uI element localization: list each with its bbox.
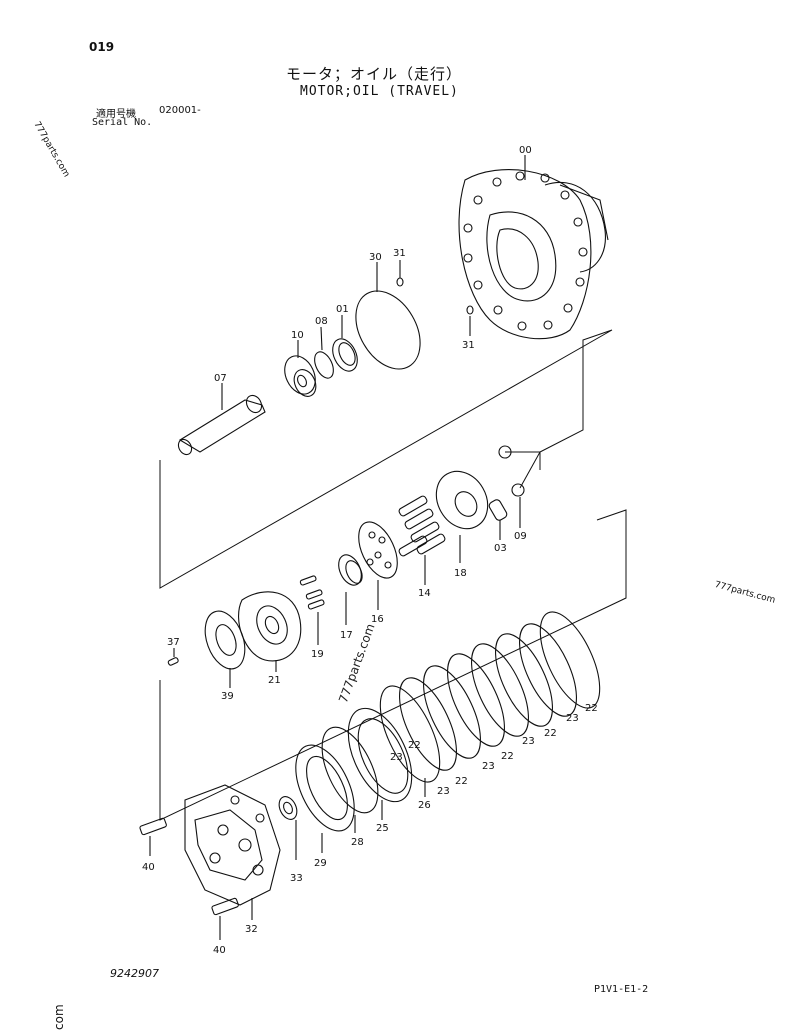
bearing-part-33[interactable]	[276, 794, 301, 860]
part-label: 22	[455, 776, 468, 787]
part-label: 01	[336, 304, 349, 315]
shaft-part-07[interactable]	[176, 383, 266, 457]
part-label: 22	[408, 740, 421, 751]
pin-part-03[interactable]	[488, 498, 508, 540]
ring-part-29[interactable]	[284, 736, 366, 853]
figure-code: P1V1-E1-2	[594, 984, 649, 995]
part-label: 23	[390, 752, 403, 763]
part-label: 32	[245, 924, 258, 935]
part-label: 23	[522, 736, 535, 747]
cover-part-30[interactable]	[343, 262, 433, 380]
assembly-lines	[159, 329, 627, 821]
serial-label-english: Serial No.	[92, 117, 153, 128]
serial-code: 020001-	[159, 105, 201, 116]
cylinder-block-part-21[interactable]	[238, 591, 302, 672]
part-label: 39	[221, 691, 234, 702]
part-label: 28	[351, 837, 364, 848]
part-label: 10	[291, 330, 304, 341]
part-label: 40	[142, 862, 155, 873]
part-label: 33	[290, 873, 303, 884]
part-label: 37	[167, 637, 180, 648]
part-label: 09	[514, 531, 527, 542]
part-label: 31	[393, 248, 406, 259]
spring-set-part-19[interactable]	[299, 575, 325, 645]
brake-piston-part-25[interactable]	[335, 699, 424, 820]
housing-part-00[interactable]	[458, 155, 609, 340]
part-label: 03	[494, 543, 507, 554]
part-label: 17	[340, 630, 353, 641]
drawing-number: 9242907	[110, 967, 159, 980]
part-label: 23	[566, 713, 579, 724]
part-label: 16	[371, 614, 384, 625]
part-label: 31	[462, 340, 475, 351]
page-number: 019	[89, 40, 115, 54]
bearing-part-10[interactable]	[279, 340, 321, 400]
part-label: 00	[519, 145, 532, 156]
part-label: 30	[369, 252, 382, 263]
part-label: 19	[311, 649, 324, 660]
part-label: 22	[544, 728, 557, 739]
piston-set-part-14[interactable]	[398, 495, 446, 585]
spring-part-17[interactable]	[334, 551, 366, 625]
part-labels: 00 31 30 31 01 08 10 07 03 09 18 14 16 1…	[142, 145, 598, 956]
bolt-part-40[interactable]	[139, 817, 239, 940]
part-label: 07	[214, 373, 227, 384]
title-english: MOTOR;OIL (TRAVEL)	[300, 84, 459, 99]
part-label: 21	[268, 675, 281, 686]
part-label: 22	[501, 751, 514, 762]
part-label: 40	[213, 945, 226, 956]
plate-part-39[interactable]	[198, 606, 252, 688]
seal-ring-part-28[interactable]	[311, 719, 390, 833]
part-label: 18	[454, 568, 467, 579]
part-label: 08	[315, 316, 328, 327]
part-label: 25	[376, 823, 389, 834]
rear-cover-part-32[interactable]	[184, 784, 281, 920]
valve-plate-part-18[interactable]	[426, 462, 498, 563]
title-japanese: モータ；オイル（走行）	[286, 65, 463, 83]
serial-label-japanese: 適用号機	[96, 109, 136, 120]
part-label: 14	[418, 588, 431, 599]
ball-part-09[interactable]	[498, 445, 525, 528]
retainer-plate-part-16[interactable]	[351, 516, 405, 610]
part-label: 23	[437, 786, 450, 797]
snap-ring-part-08[interactable]	[311, 326, 337, 381]
part-label: 29	[314, 858, 327, 869]
part-label: 26	[418, 800, 431, 811]
part-label: 23	[482, 761, 495, 772]
seal-part-01[interactable]	[328, 315, 362, 375]
part-label: 22	[585, 703, 598, 714]
plug-part-31[interactable]	[396, 260, 474, 336]
disc-stack-parts-22-23[interactable]	[368, 604, 612, 791]
pin-part-37[interactable]	[167, 648, 179, 666]
